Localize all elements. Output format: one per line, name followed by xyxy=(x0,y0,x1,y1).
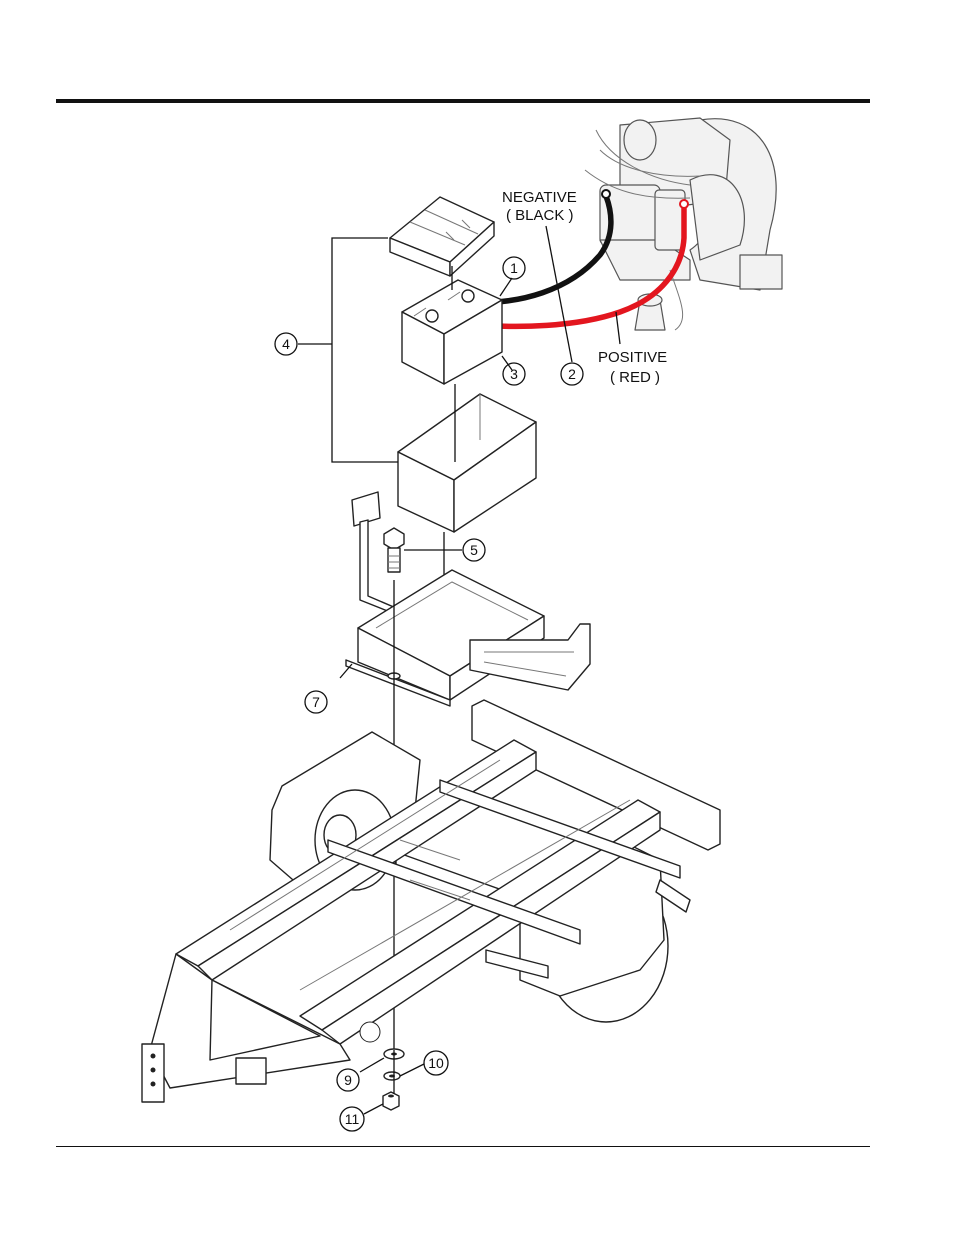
negative-color-label: ( BLACK ) xyxy=(506,207,574,224)
svg-text:9: 9 xyxy=(344,1072,352,1088)
callout-11: 11 xyxy=(340,1107,364,1131)
header-rule xyxy=(56,99,870,103)
callout-9: 9 xyxy=(337,1069,359,1091)
lock-washer xyxy=(384,1072,400,1080)
svg-text:10: 10 xyxy=(428,1055,444,1071)
callout-2: 2 xyxy=(561,363,583,385)
callout-3: 3 xyxy=(503,363,525,385)
positive-label: POSITIVE xyxy=(598,349,667,366)
svg-text:4: 4 xyxy=(282,336,290,352)
callout-10: 10 xyxy=(424,1051,448,1075)
hex-nut xyxy=(383,1092,399,1110)
trailer-frame xyxy=(142,700,720,1102)
bolt xyxy=(384,528,404,572)
footer-rule xyxy=(56,1146,870,1147)
callout-7: 7 xyxy=(305,691,327,713)
svg-text:11: 11 xyxy=(345,1111,360,1127)
positive-color-label: ( RED ) xyxy=(610,369,660,386)
svg-text:7: 7 xyxy=(312,694,320,710)
callout-4: 4 xyxy=(275,333,297,355)
negative-label: NEGATIVE xyxy=(502,189,577,206)
callout-1: 1 xyxy=(503,257,525,279)
callout-5: 5 xyxy=(463,539,485,561)
svg-text:2: 2 xyxy=(568,366,576,382)
battery xyxy=(402,280,502,384)
svg-text:5: 5 xyxy=(470,542,478,558)
svg-text:1: 1 xyxy=(510,260,518,276)
battery-cover xyxy=(390,197,494,276)
battery-tray xyxy=(346,570,590,706)
battery-box xyxy=(398,394,536,532)
svg-text:3: 3 xyxy=(510,366,518,382)
